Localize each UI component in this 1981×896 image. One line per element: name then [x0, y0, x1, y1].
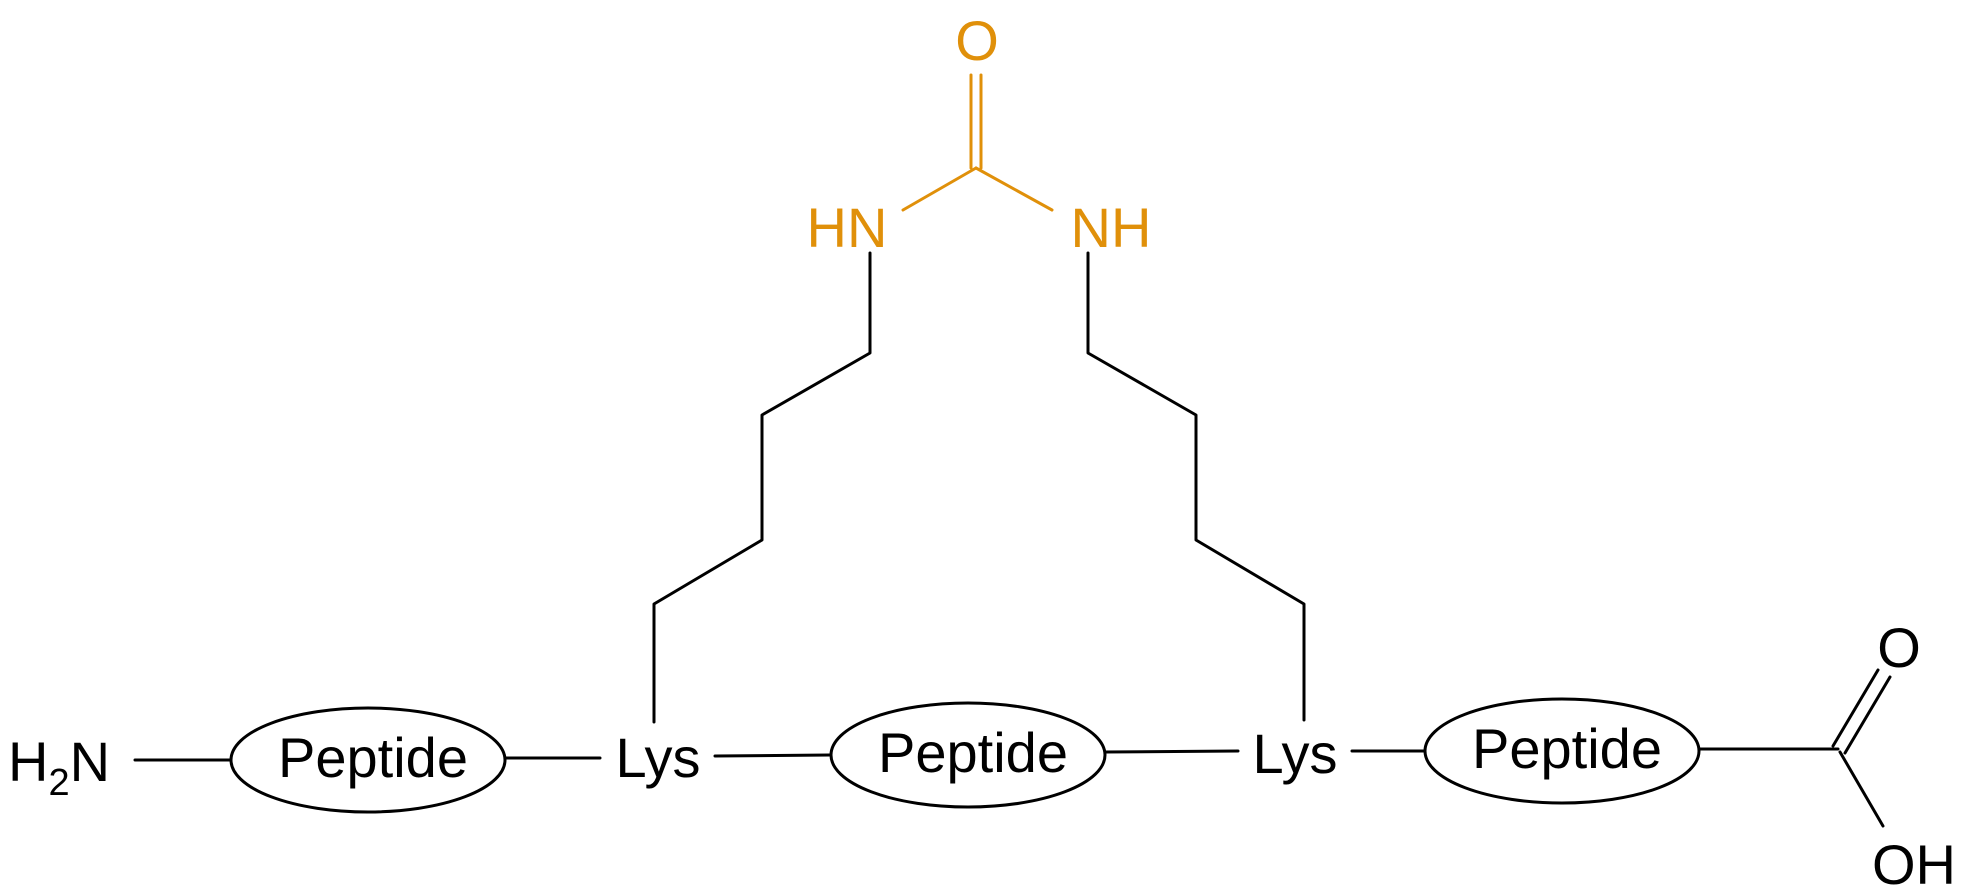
urea-bonds	[901, 73, 1054, 212]
bond-peptide-2-lys-2	[1103, 749, 1240, 754]
peptide-1: Peptide	[229, 706, 507, 814]
lys-1-label: Lys	[615, 726, 700, 789]
bond-lys-1-peptide-2	[713, 753, 832, 758]
bond-carboxyl-c-o-2	[1843, 675, 1892, 755]
backbone-bonds	[133, 747, 1840, 762]
bond-carboxyl-c-o-1	[1831, 668, 1880, 748]
carboxyl-hydroxyl-label: OH	[1872, 833, 1956, 896]
lys-2-side-chain	[1086, 251, 1306, 722]
n-terminus-label: H2N	[8, 730, 110, 804]
urea-carbonyl-oxygen-label: O	[955, 9, 999, 72]
carboxyl-oxygen-label: O	[1877, 616, 1921, 679]
carboxyl-bonds	[1831, 668, 1892, 828]
peptide-2-ellipse	[829, 701, 1107, 809]
peptide-2-label: Peptide	[878, 721, 1068, 784]
peptide-1-label: Peptide	[278, 726, 468, 789]
bond-urea-c-left-n	[901, 166, 978, 212]
lys-1-side-chain	[652, 251, 872, 724]
peptide-2: Peptide	[829, 701, 1107, 809]
lys-2-label: Lys	[1252, 722, 1337, 785]
lysine-side-chains	[652, 251, 1306, 724]
bond-urea-c-right-n	[974, 166, 1054, 212]
peptide-3-ellipse	[1423, 697, 1701, 805]
peptide-1-ellipse	[229, 706, 507, 814]
peptide-3: Peptide	[1423, 697, 1701, 805]
urea-left-nh-label: HN	[807, 196, 888, 259]
urea-right-nh-label: NH	[1071, 196, 1152, 259]
bond-carboxyl-c-oh	[1838, 750, 1885, 828]
peptide-3-label: Peptide	[1472, 717, 1662, 780]
